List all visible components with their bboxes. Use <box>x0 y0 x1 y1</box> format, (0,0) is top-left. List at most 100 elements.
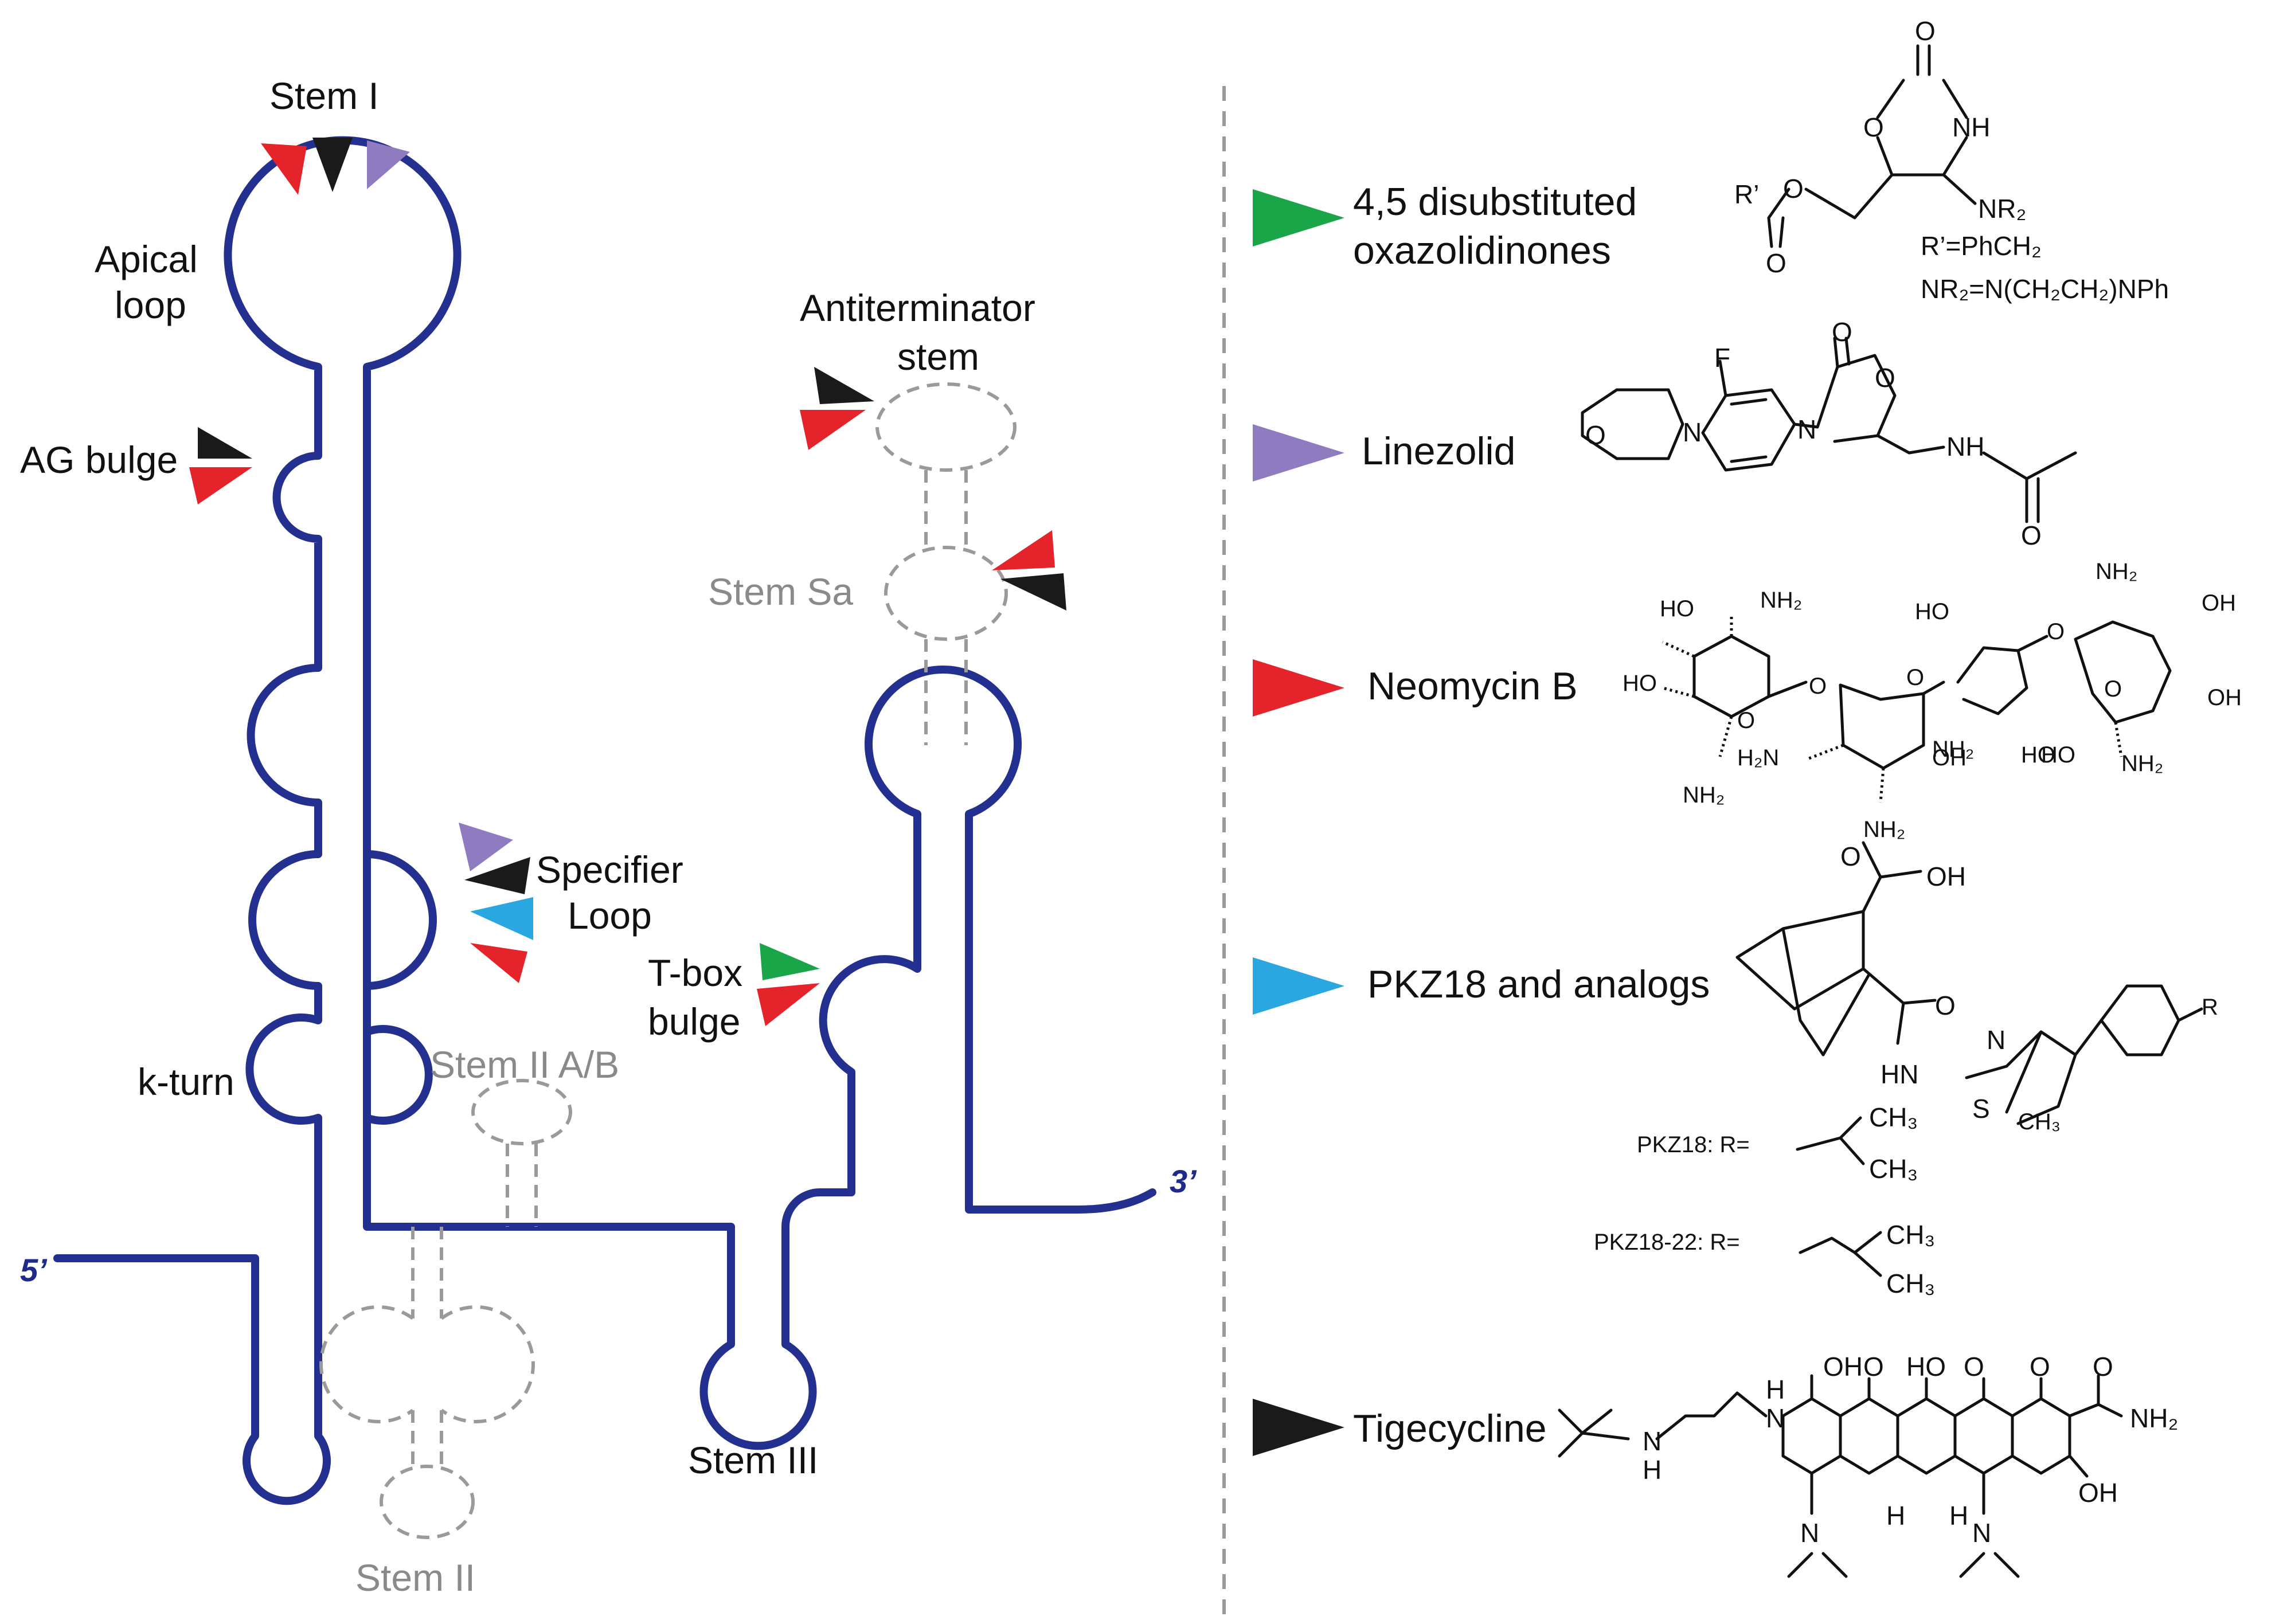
label-apical-1: Apical <box>95 238 198 280</box>
rna-labels: Stem I Apical loop AG bulge Specifier Lo… <box>20 75 1197 1599</box>
legend-row-neomycin: Neomycin B HO NH₂ HO O O HO NH₂ NH₂ H₂N … <box>1253 559 2242 842</box>
svg-text:NH₂: NH₂ <box>1863 817 1905 842</box>
label-specifier-2: Loop <box>568 894 652 937</box>
svg-text:NH: NH <box>1946 432 1984 461</box>
label-specifier-1: Specifier <box>536 848 683 891</box>
rna-specifier-bulge <box>363 850 437 990</box>
svg-text:N: N <box>1766 1403 1785 1433</box>
rna-kturn-bulge <box>363 1025 433 1125</box>
svg-text:H: H <box>1643 1455 1662 1485</box>
svg-text:H: H <box>1949 1501 1968 1531</box>
marker-blue-spec <box>470 897 533 940</box>
svg-text:H: H <box>1766 1375 1785 1404</box>
svg-text:NR₂: NR₂ <box>1978 194 2026 224</box>
svg-text:NH₂: NH₂ <box>2130 1403 2178 1433</box>
svg-text:S: S <box>1972 1094 1990 1124</box>
label-antiterminator-2: stem <box>897 335 979 378</box>
label-stem-ii-ab: Stem II A/B <box>430 1043 619 1086</box>
marker-black-stem1 <box>312 138 353 192</box>
svg-text:NH₂: NH₂ <box>1760 588 1802 613</box>
svg-text:CH₃: CH₃ <box>1886 1269 1935 1298</box>
svg-text:N: N <box>1987 1025 2005 1055</box>
svg-text:HN: HN <box>1881 1059 1918 1089</box>
structure-oxazolidinone: O O NH O R’ O NR₂ R’=PhCH₂ NR₂=N(CH₂CH₂)… <box>1734 16 2169 304</box>
svg-text:F: F <box>1714 343 1730 373</box>
svg-text:O: O <box>1863 1352 1884 1382</box>
legend-label-pkz18: PKZ18 and analogs <box>1367 962 1710 1006</box>
svg-text:R’=PhCH₂: R’=PhCH₂ <box>1921 231 2042 261</box>
svg-text:HO: HO <box>1906 1352 1946 1382</box>
svg-text:HO: HO <box>1915 599 1949 624</box>
structure-neomycin: HO NH₂ HO O O HO NH₂ NH₂ H₂N OH NH₂ HO O… <box>1623 559 2242 842</box>
svg-text:NH₂: NH₂ <box>2121 751 2163 776</box>
svg-text:O: O <box>1915 16 1936 46</box>
svg-text:NR₂=N(CH₂CH₂)NPh: NR₂=N(CH₂CH₂)NPh <box>1921 274 2169 304</box>
legend-row-oxazolidinones: 4,5 disubstituted oxazolidinones O O NH … <box>1253 16 2169 304</box>
dashed-stems <box>319 382 1017 1539</box>
label-3prime: 3’ <box>1170 1163 1197 1199</box>
marker-red-ag <box>189 467 252 504</box>
legend-marker-green <box>1253 189 1344 246</box>
svg-text:O: O <box>1840 842 1861 871</box>
svg-text:O: O <box>1875 363 1895 393</box>
legend-row-tigecycline: Tigecycline N H N H OH O HO O O O NH₂ OH… <box>1253 1352 2178 1578</box>
svg-text:R: R <box>2202 995 2218 1020</box>
svg-text:N: N <box>1797 414 1816 444</box>
svg-text:R’: R’ <box>1734 179 1759 209</box>
binding-markers <box>189 138 1066 1026</box>
svg-text:NH: NH <box>1952 112 1990 142</box>
svg-text:N: N <box>1972 1518 1991 1548</box>
svg-text:CH₃: CH₃ <box>1869 1102 1918 1132</box>
label-k-turn: k-turn <box>138 1061 234 1103</box>
svg-text:O: O <box>1783 174 1804 204</box>
svg-text:CH₃: CH₃ <box>1886 1220 1935 1250</box>
marker-black-ag <box>198 427 252 459</box>
svg-text:O: O <box>1935 991 1956 1020</box>
label-stem-iii: Stem III <box>688 1439 818 1481</box>
marker-black-spec <box>464 857 530 894</box>
marker-red-tbox <box>757 983 820 1026</box>
svg-text:NH₂: NH₂ <box>2096 559 2137 584</box>
marker-red-anti <box>800 410 866 450</box>
marker-green-tbox <box>760 943 820 980</box>
structure-tigecycline: N H N H OH O HO O O O NH₂ OH H H N N <box>1558 1352 2178 1578</box>
label-ag-bulge: AG bulge <box>20 439 178 481</box>
marker-red-stem1 <box>261 143 307 195</box>
legend-marker-black <box>1253 1399 1344 1456</box>
legend-row-pkz18: PKZ18 and analogs O OH O HN N S CH₃ R PK… <box>1253 841 2218 1298</box>
svg-text:N: N <box>1800 1518 1819 1548</box>
svg-text:OH: OH <box>2207 685 2242 710</box>
legend-marker-purple <box>1253 424 1344 482</box>
svg-text:HO: HO <box>1660 596 1694 621</box>
svg-text:OH: OH <box>2202 590 2236 616</box>
svg-text:O: O <box>1737 708 1755 733</box>
svg-text:O: O <box>2104 676 2122 702</box>
label-tbox-2: bulge <box>648 1000 741 1043</box>
legend-label-oxazolidinones-1: 4,5 disubstituted <box>1353 180 1637 224</box>
legend-marker-blue <box>1253 957 1344 1015</box>
svg-text:OH: OH <box>1823 1352 1863 1382</box>
structure-linezolid: F O N N O O NH O <box>1581 317 2077 550</box>
label-5prime: 5’ <box>20 1252 48 1288</box>
label-antiterminator-1: Antiterminator <box>800 287 1035 329</box>
svg-text:NH₂: NH₂ <box>1932 737 1974 762</box>
svg-text:NH₂: NH₂ <box>1683 782 1725 808</box>
svg-text:N: N <box>1683 417 1702 447</box>
rna-structure <box>53 136 1156 1505</box>
legend-row-linezolid: Linezolid F O N N O O NH O <box>1253 317 2077 550</box>
svg-text:O: O <box>1863 112 1884 142</box>
svg-text:CH₃: CH₃ <box>2018 1109 2061 1134</box>
marker-black-anti <box>814 367 874 404</box>
svg-text:O: O <box>1906 665 1924 690</box>
svg-text:O: O <box>2093 1352 2113 1382</box>
svg-text:O: O <box>1766 248 1786 278</box>
svg-text:N: N <box>1643 1426 1662 1456</box>
label-stem-ii: Stem II <box>355 1556 475 1599</box>
svg-text:PKZ18-22: R=: PKZ18-22: R= <box>1594 1230 1740 1255</box>
marker-purple-spec <box>459 823 513 871</box>
svg-text:O: O <box>1585 420 1606 450</box>
svg-text:O: O <box>2021 521 2042 550</box>
label-tbox-1: T-box <box>648 952 742 994</box>
